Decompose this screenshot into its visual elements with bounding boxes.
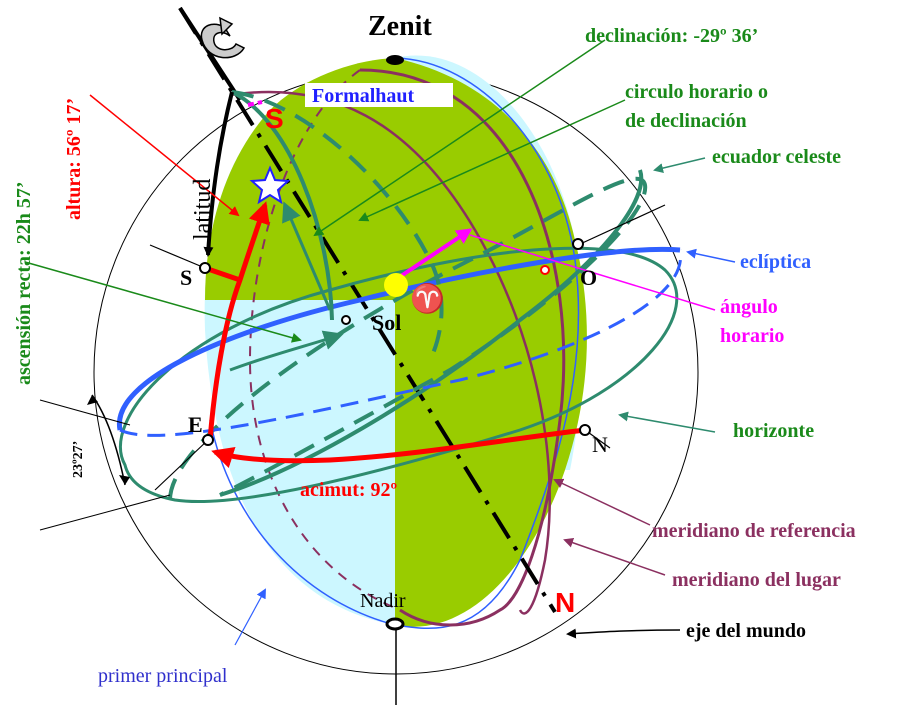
hour-angle-label-1: ángulo xyxy=(720,296,778,318)
declination-arrow xyxy=(282,201,332,311)
east-point xyxy=(202,434,214,446)
ecliptic-front xyxy=(117,246,681,431)
azimuth-arc xyxy=(211,427,586,468)
latitude-label: latitud xyxy=(190,179,216,240)
callout-ascension xyxy=(24,261,302,343)
local-meridian-label: meridiano del lugar xyxy=(672,569,841,591)
ecliptic-label: eclíptica xyxy=(740,251,811,273)
small-point xyxy=(341,315,351,325)
nadir-point xyxy=(385,617,405,631)
hour-angle-stub xyxy=(247,100,263,107)
zenith-label: Zenit xyxy=(368,11,432,42)
celestial-equator xyxy=(168,176,648,501)
altitude-tick xyxy=(204,265,241,283)
world-axis-top xyxy=(178,6,242,102)
nadir-label: Nadir xyxy=(360,590,406,612)
formalhaut-label: Formalhaut xyxy=(312,85,415,107)
world-axis-label: eje del mundo xyxy=(686,620,806,642)
azimuth-label: acimut: 92º xyxy=(300,479,398,501)
latitude-arc xyxy=(203,91,234,257)
right-ascension-label: ascensión recta: 22h 57’ xyxy=(13,182,35,386)
hour-angle-pointer xyxy=(469,234,716,311)
rotation-arrow-icon xyxy=(200,16,246,59)
obliquity-line-2 xyxy=(39,494,171,531)
hour-circle xyxy=(231,90,334,321)
equinox-point xyxy=(540,265,550,275)
altitude-label: altura: 56º 17’ xyxy=(63,98,85,220)
primer-principal-label: primer principal xyxy=(98,665,228,687)
callout-declination xyxy=(313,39,606,237)
star-icon xyxy=(249,165,291,205)
cardinal-e-label: E xyxy=(188,412,203,437)
horizon-label: horizonte xyxy=(733,420,814,442)
hour-circle-label-1: circulo horario o xyxy=(625,81,768,103)
equator-label: ecuador celeste xyxy=(712,146,841,168)
obliquity-arrow-bottom xyxy=(119,475,130,485)
sun-icon xyxy=(384,273,408,297)
callout-local-meridian xyxy=(563,537,666,576)
primer-principal-circle xyxy=(209,57,580,630)
south-point xyxy=(199,262,211,274)
cardinal-n-label: N xyxy=(592,432,608,457)
south-line xyxy=(149,244,206,269)
west-point xyxy=(572,238,584,250)
celestial-equator-front xyxy=(219,169,644,497)
formalhaut-box xyxy=(305,83,453,107)
horizon-circle xyxy=(119,246,679,504)
hour-angle-label-2: horario xyxy=(720,325,784,347)
callout-world-axis xyxy=(566,628,681,639)
callout-horizon xyxy=(618,411,716,433)
sun-label: Sol xyxy=(372,310,401,335)
callout-hour-circle xyxy=(358,99,626,222)
callout-altura xyxy=(89,94,240,217)
callout-primer-principal xyxy=(234,588,266,646)
declination-label: declinación: -29º 36’ xyxy=(585,25,758,47)
obliquity-label: 23º27’ xyxy=(71,441,86,478)
west-line xyxy=(577,204,666,246)
reference-meridian xyxy=(359,68,566,627)
altitude-arc xyxy=(207,201,270,441)
callout-ecliptic xyxy=(686,248,736,263)
cardinal-s-label: S xyxy=(180,265,192,290)
world-axis xyxy=(178,6,557,614)
pole-n-label: N xyxy=(555,587,575,618)
callout-equator xyxy=(653,157,706,173)
obliquity-arrow-top xyxy=(87,395,98,405)
zenith-point xyxy=(386,55,404,65)
right-ascension-arrow xyxy=(229,330,344,372)
obliquity-line-1 xyxy=(39,399,131,426)
aries-icon: ♈ xyxy=(410,282,445,315)
cardinal-o-label: O xyxy=(580,265,597,290)
north-point xyxy=(579,424,591,436)
ref-meridian-label: meridiano de referencia xyxy=(652,520,856,542)
callout-ref-meridian xyxy=(553,478,651,526)
pole-s-label: S xyxy=(265,103,284,134)
ecliptic-back xyxy=(119,249,683,437)
hour-circle-label-2: de declinación xyxy=(625,110,747,132)
east-line xyxy=(154,439,209,491)
hour-angle-arrow xyxy=(390,228,473,284)
